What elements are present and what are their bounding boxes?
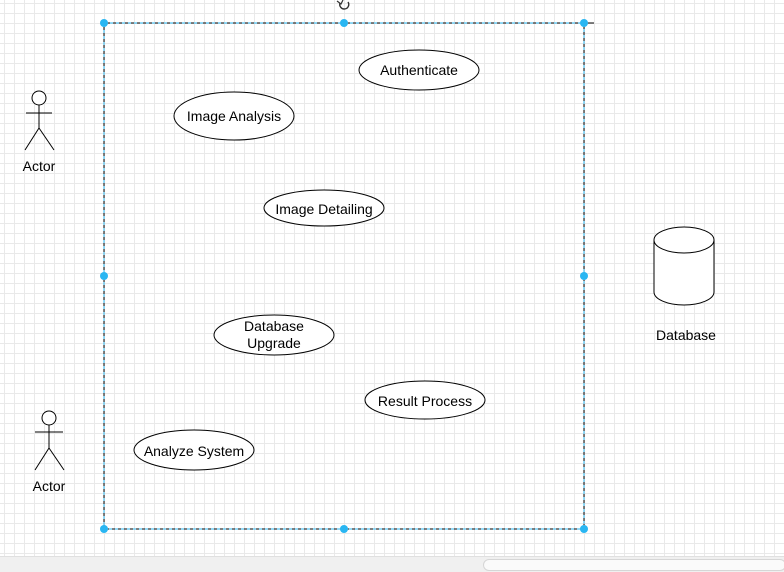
use-case-analyze-system[interactable]	[133, 429, 255, 471]
use-case-result-process[interactable]	[364, 380, 486, 420]
scrollbar-thumb[interactable]	[483, 559, 784, 571]
resize-handle-sw[interactable]	[100, 525, 108, 533]
resize-handle-se[interactable]	[580, 525, 588, 533]
resize-handle-ne[interactable]	[580, 19, 588, 27]
rotate-icon[interactable]	[336, 0, 350, 10]
actor-icon[interactable]	[34, 410, 65, 471]
resize-handle-s[interactable]	[340, 525, 348, 533]
database-cylinder-icon[interactable]	[653, 226, 715, 306]
use-case-authenticate[interactable]	[358, 49, 480, 91]
resize-handle-w[interactable]	[100, 272, 108, 280]
resize-handle-n[interactable]	[340, 19, 348, 27]
resize-handle-nw[interactable]	[100, 19, 108, 27]
resize-handle-e[interactable]	[580, 272, 588, 280]
use-case-database-upgrade[interactable]	[213, 314, 335, 356]
use-case-image-detailing[interactable]	[263, 189, 385, 227]
horizontal-scrollbar[interactable]	[0, 556, 784, 572]
actor-icon[interactable]	[24, 90, 55, 151]
use-case-image-analysis[interactable]	[173, 91, 295, 141]
